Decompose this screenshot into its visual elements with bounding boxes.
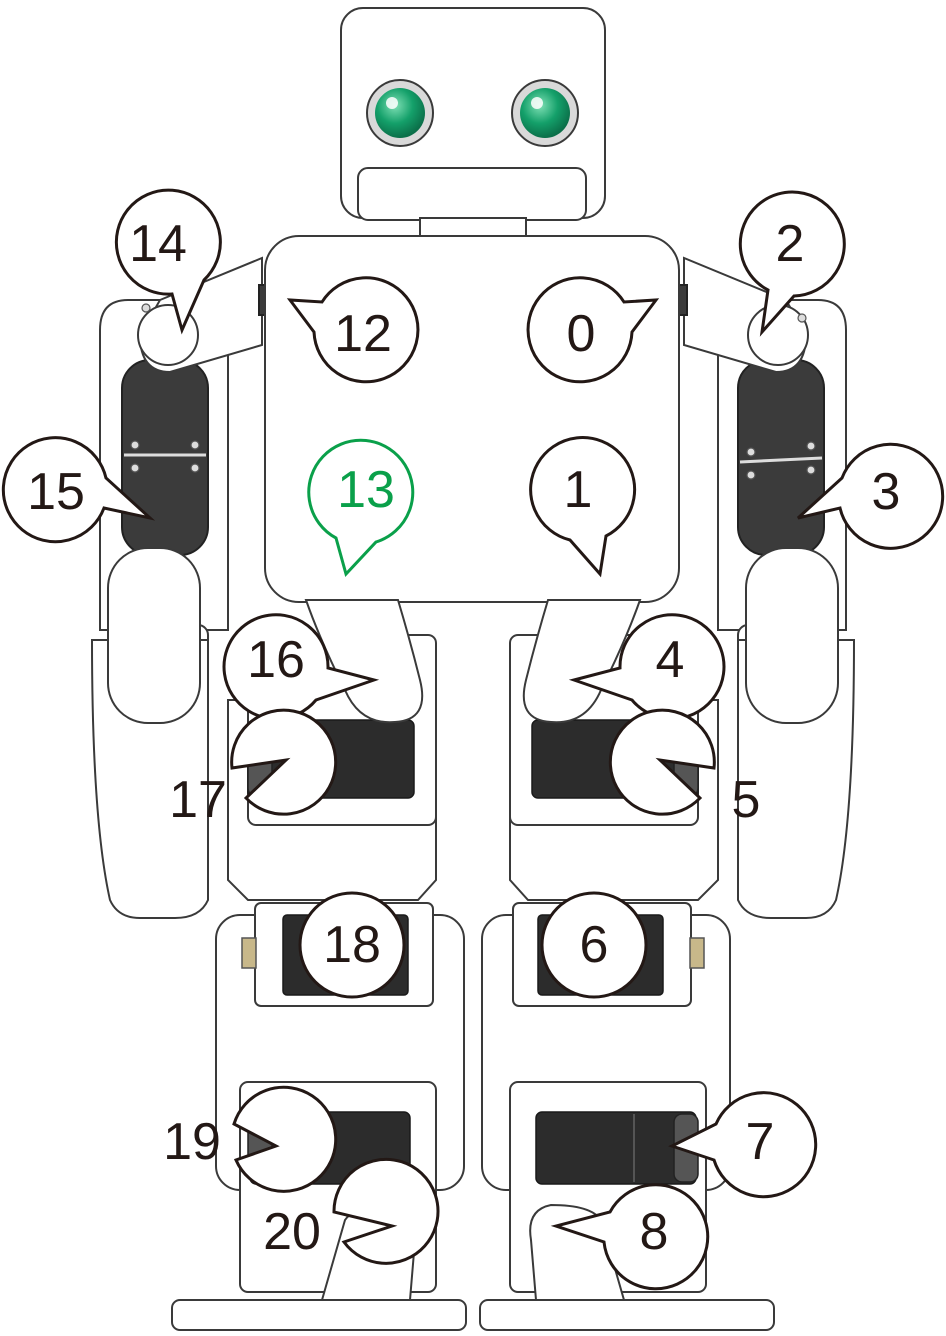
callout-18: 18 bbox=[298, 891, 406, 999]
callout-15: 15 bbox=[1, 436, 156, 544]
foot-right bbox=[479, 1299, 775, 1331]
callout-16: 16 bbox=[222, 613, 380, 721]
label-2: 2 bbox=[776, 215, 805, 273]
callout-12: 12 bbox=[286, 276, 420, 384]
arm-right bbox=[676, 256, 856, 919]
label-20: 20 bbox=[263, 1203, 321, 1261]
callout-7: 7 bbox=[668, 1091, 818, 1199]
label-15: 15 bbox=[27, 463, 85, 521]
label-12: 12 bbox=[334, 305, 392, 363]
callout-17: 17 bbox=[169, 708, 338, 829]
label-19: 19 bbox=[163, 1113, 221, 1171]
callout-13: 13 bbox=[307, 438, 415, 577]
label-5: 5 bbox=[732, 771, 761, 829]
label-7: 7 bbox=[746, 1113, 775, 1171]
callout-2: 2 bbox=[738, 190, 846, 337]
foot-left bbox=[171, 1299, 467, 1331]
callout-3: 3 bbox=[796, 442, 945, 550]
left-eye bbox=[366, 79, 434, 147]
callout-19: 19 bbox=[163, 1085, 338, 1193]
label-6: 6 bbox=[580, 916, 609, 974]
callout-8: 8 bbox=[550, 1183, 710, 1291]
label-0: 0 bbox=[567, 305, 596, 363]
label-13: 13 bbox=[337, 461, 395, 519]
right-eye bbox=[511, 79, 579, 147]
arm-left bbox=[90, 256, 270, 919]
label-4: 4 bbox=[656, 631, 685, 689]
label-18: 18 bbox=[323, 916, 381, 974]
torso bbox=[264, 235, 680, 603]
label-17: 17 bbox=[169, 771, 227, 829]
head bbox=[340, 7, 606, 239]
label-14: 14 bbox=[129, 215, 187, 273]
label-8: 8 bbox=[640, 1203, 669, 1261]
label-16: 16 bbox=[247, 631, 305, 689]
label-3: 3 bbox=[872, 463, 901, 521]
callout-0: 0 bbox=[526, 276, 660, 384]
callout-5: 5 bbox=[608, 708, 761, 829]
callout-1: 1 bbox=[529, 436, 637, 578]
label-1: 1 bbox=[564, 461, 593, 519]
callout-6: 6 bbox=[540, 891, 648, 999]
callout-20: 20 bbox=[263, 1157, 440, 1265]
callout-14: 14 bbox=[114, 188, 222, 335]
